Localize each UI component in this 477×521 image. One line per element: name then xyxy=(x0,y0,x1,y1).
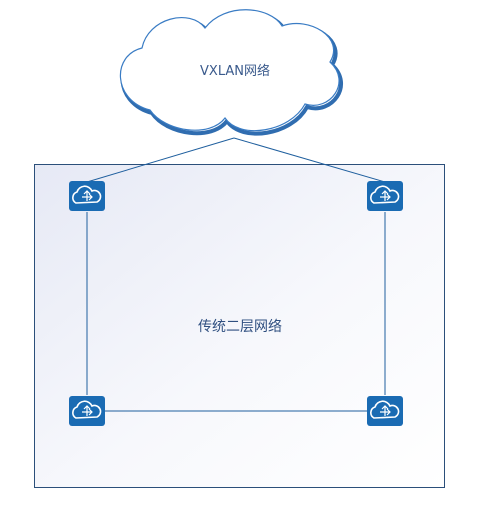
link-cloud-top-left xyxy=(86,137,235,183)
switch-top-right xyxy=(366,180,404,212)
switch-bottom-left xyxy=(68,395,106,427)
links xyxy=(86,137,386,412)
cloud-switch-icon xyxy=(366,180,404,212)
vxlan-cloud-icon xyxy=(119,9,344,136)
link-cloud-top-right xyxy=(233,137,386,183)
vxlan-network-label: VXLAN网络 xyxy=(200,64,270,79)
switch-top-left xyxy=(68,180,106,212)
cloud-switch-icon xyxy=(366,395,404,427)
cloud-switch-icon xyxy=(68,395,106,427)
l2-network-label: 传统二层网络 xyxy=(198,319,282,335)
cloud-switch-icon xyxy=(68,180,106,212)
switch-bottom-right xyxy=(366,395,404,427)
l2-network-area xyxy=(34,164,445,488)
